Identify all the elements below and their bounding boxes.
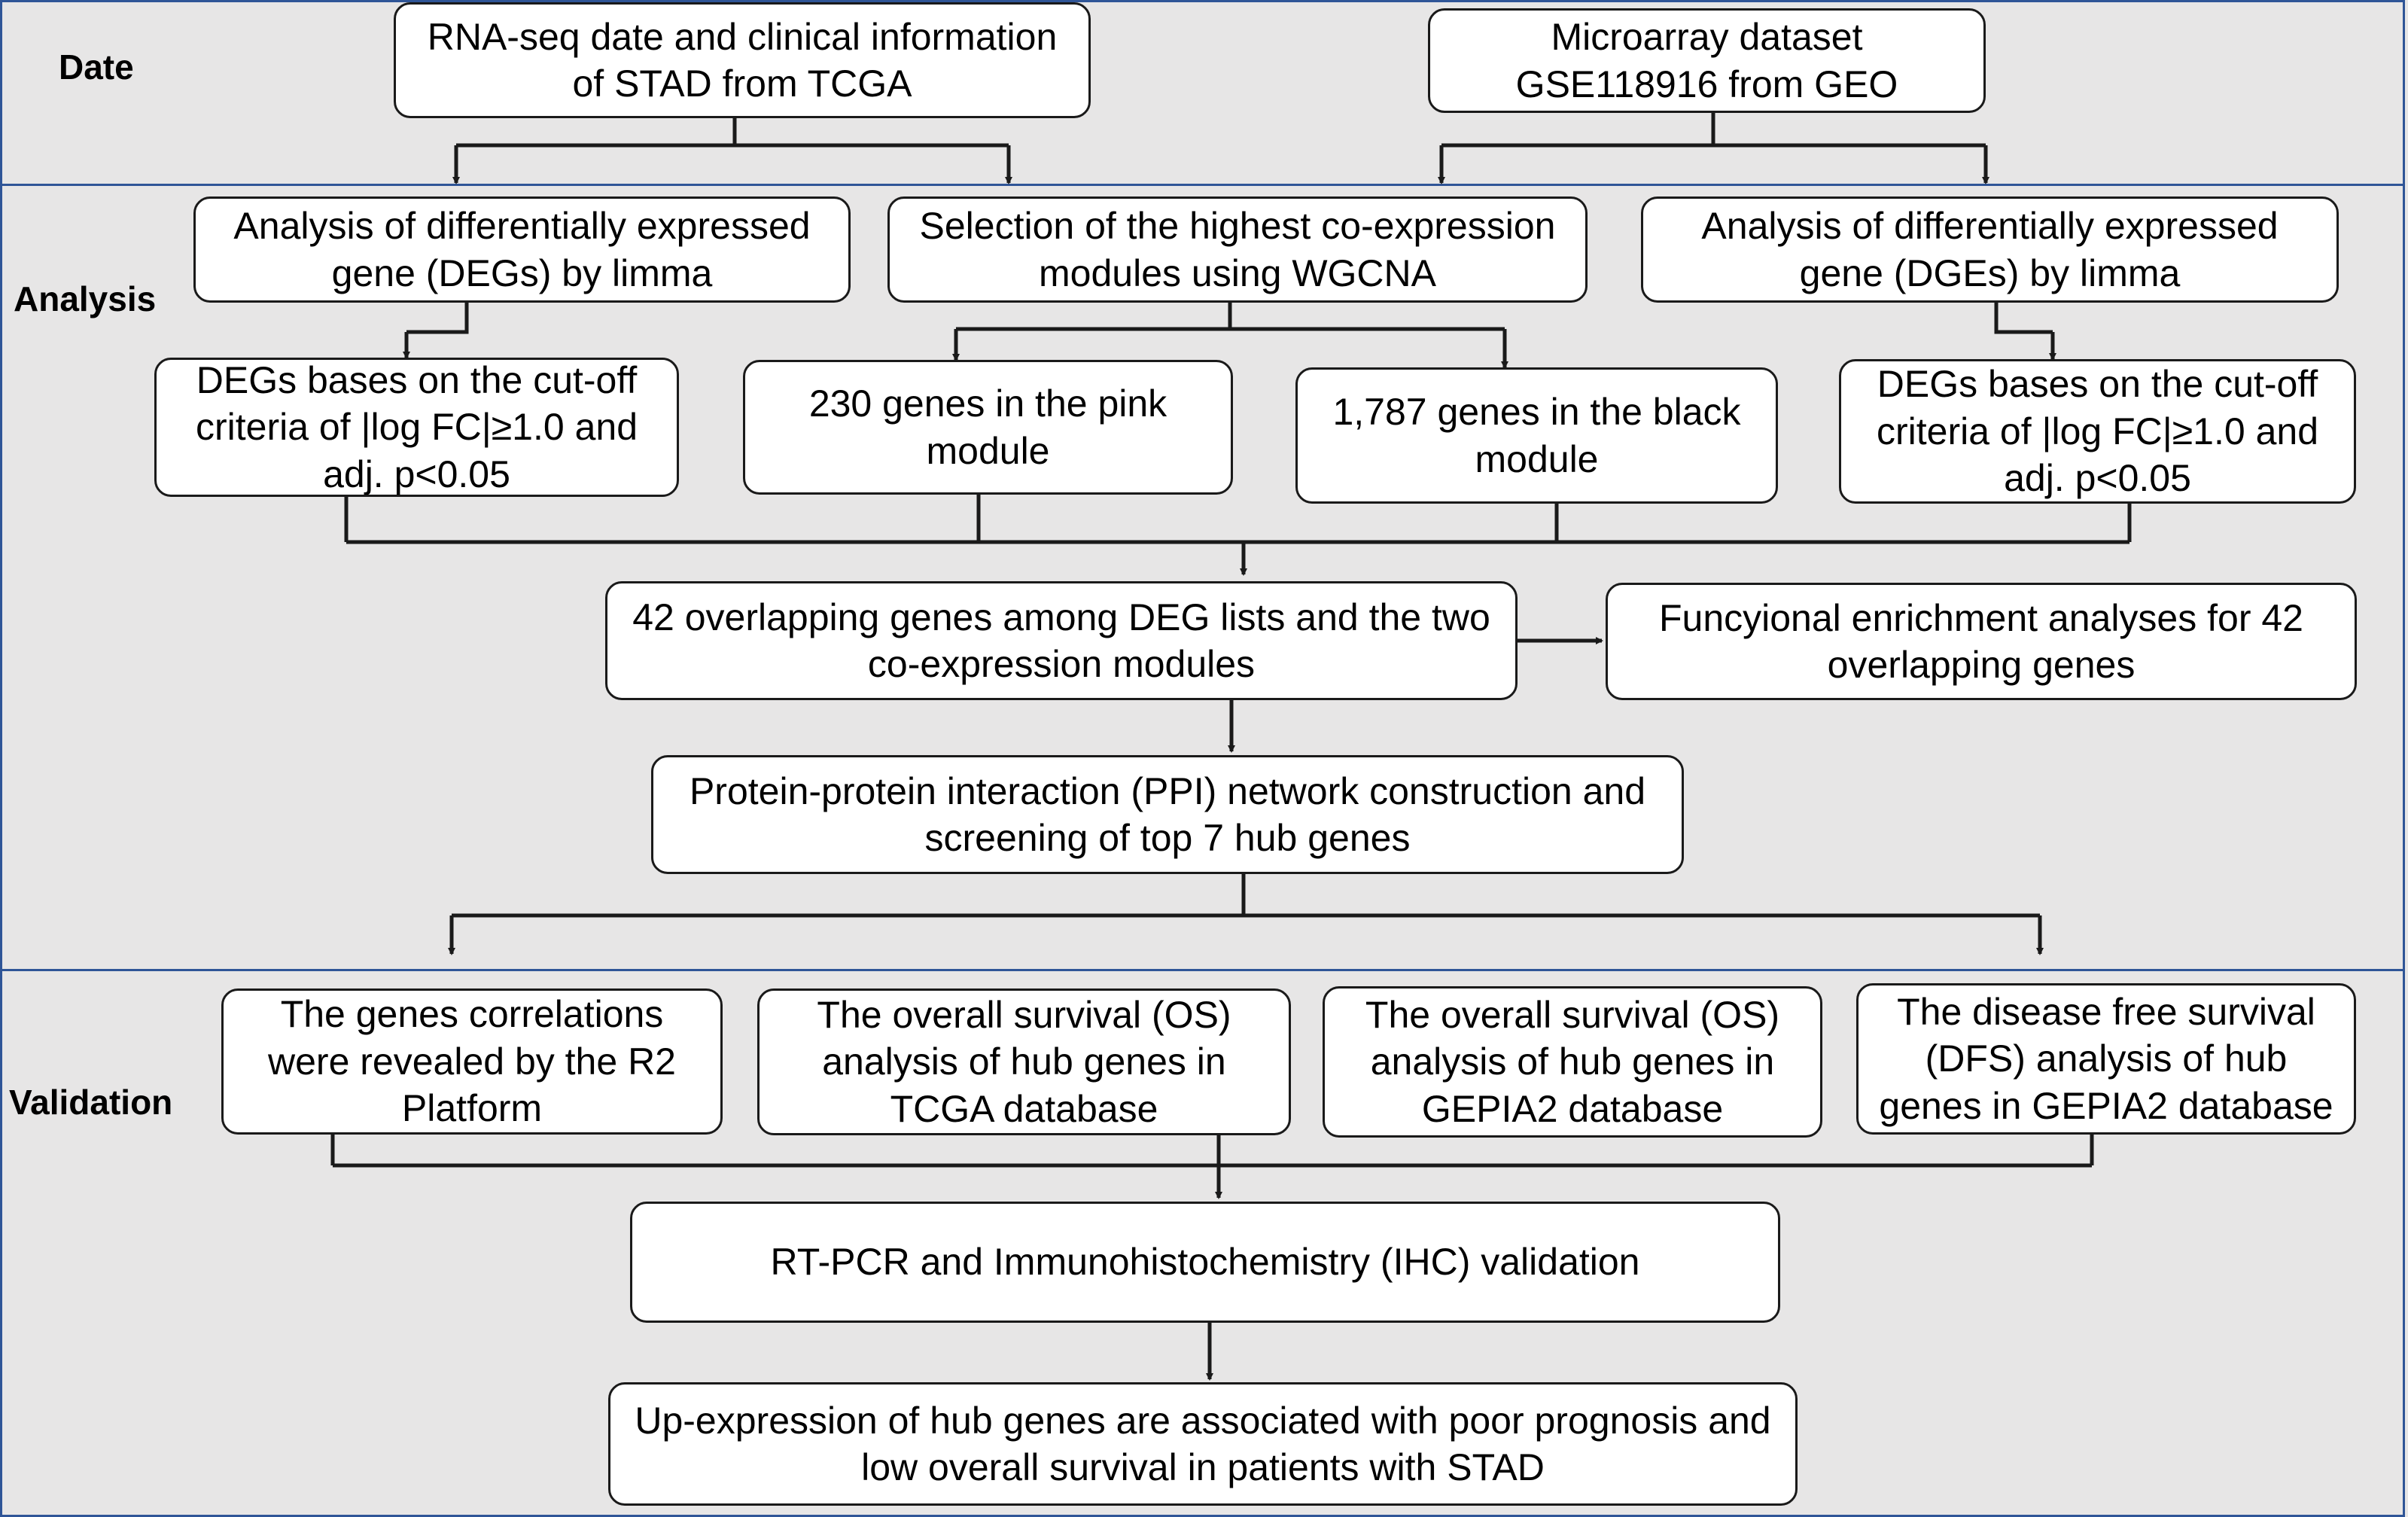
os-tcga-text: The overall survival (OS) analysis of hu…: [817, 993, 1231, 1130]
deg-tcga-text: Analysis of differentially expressed gen…: [233, 205, 811, 294]
section-label-analysis: Analysis: [14, 279, 157, 318]
os-gepia-box: The overall survival (OS) analysis of hu…: [1323, 986, 1822, 1138]
tcga-data-text: RNA-seq date and clinical information of…: [427, 15, 1058, 105]
dge-geo-text: Analysis of differentially expressed gen…: [1701, 205, 2279, 294]
enrichment-box: Funcyional enrichment analyses for 42 ov…: [1606, 583, 2357, 700]
dge-geo-box: Analysis of differentially expressed gen…: [1641, 196, 2339, 303]
overlap-box: 42 overlapping genes among DEG lists and…: [605, 581, 1518, 700]
rtpcr-box: RT-PCR and Immunohistochemistry (IHC) va…: [630, 1202, 1780, 1323]
cutoff-tcga-box: DEGs bases on the cut-off criteria of |l…: [154, 358, 679, 497]
pink-module-box: 230 genes in the pink module: [743, 360, 1233, 495]
conclusion-box: Up-expression of hub genes are associate…: [608, 1382, 1798, 1506]
conclusion-text: Up-expression of hub genes are associate…: [635, 1399, 1771, 1489]
overlap-text: 42 overlapping genes among DEG lists and…: [632, 596, 1490, 686]
section-validation: [0, 969, 2405, 1517]
wgcna-box: Selection of the highest co-expression m…: [887, 196, 1588, 303]
dfs-gepia-text: The disease free survival (DFS) analysis…: [1879, 990, 2333, 1127]
cutoff-geo-text: DEGs bases on the cut-off criteria of |l…: [1876, 363, 2318, 500]
tcga-data-box: RNA-seq date and clinical information of…: [394, 2, 1091, 118]
black-module-text: 1,787 genes in the black module: [1332, 391, 1741, 480]
cutoff-geo-box: DEGs bases on the cut-off criteria of |l…: [1839, 359, 2356, 504]
section-label-validation: Validation: [9, 1083, 173, 1122]
dfs-gepia-box: The disease free survival (DFS) analysis…: [1856, 983, 2356, 1135]
os-gepia-text: The overall survival (OS) analysis of hu…: [1365, 993, 1780, 1130]
cutoff-tcga-text: DEGs bases on the cut-off criteria of |l…: [195, 358, 638, 495]
os-tcga-box: The overall survival (OS) analysis of hu…: [757, 988, 1291, 1135]
enrichment-text: Funcyional enrichment analyses for 42 ov…: [1658, 596, 2303, 687]
deg-tcga-box: Analysis of differentially expressed gen…: [193, 196, 851, 303]
rtpcr-text: RT-PCR and Immunohistochemistry (IHC) va…: [770, 1241, 1640, 1284]
section-data: [0, 0, 2405, 186]
pink-module-text: 230 genes in the pink module: [808, 382, 1167, 472]
r2-text: The genes correlations were revealed by …: [268, 993, 676, 1130]
ppi-text: Protein-protein interaction (PPI) networ…: [689, 769, 1646, 860]
black-module-box: 1,787 genes in the black module: [1295, 367, 1778, 504]
r2-box: The genes correlations were revealed by …: [221, 988, 723, 1135]
wgcna-text: Selection of the highest co-expression m…: [919, 205, 1556, 294]
ppi-box: Protein-protein interaction (PPI) networ…: [651, 755, 1684, 874]
geo-data-text: Microarray dataset GSE118916 from GEO: [1515, 16, 1898, 105]
section-label-data: Date: [59, 47, 134, 87]
geo-data-box: Microarray dataset GSE118916 from GEO: [1428, 8, 1986, 113]
